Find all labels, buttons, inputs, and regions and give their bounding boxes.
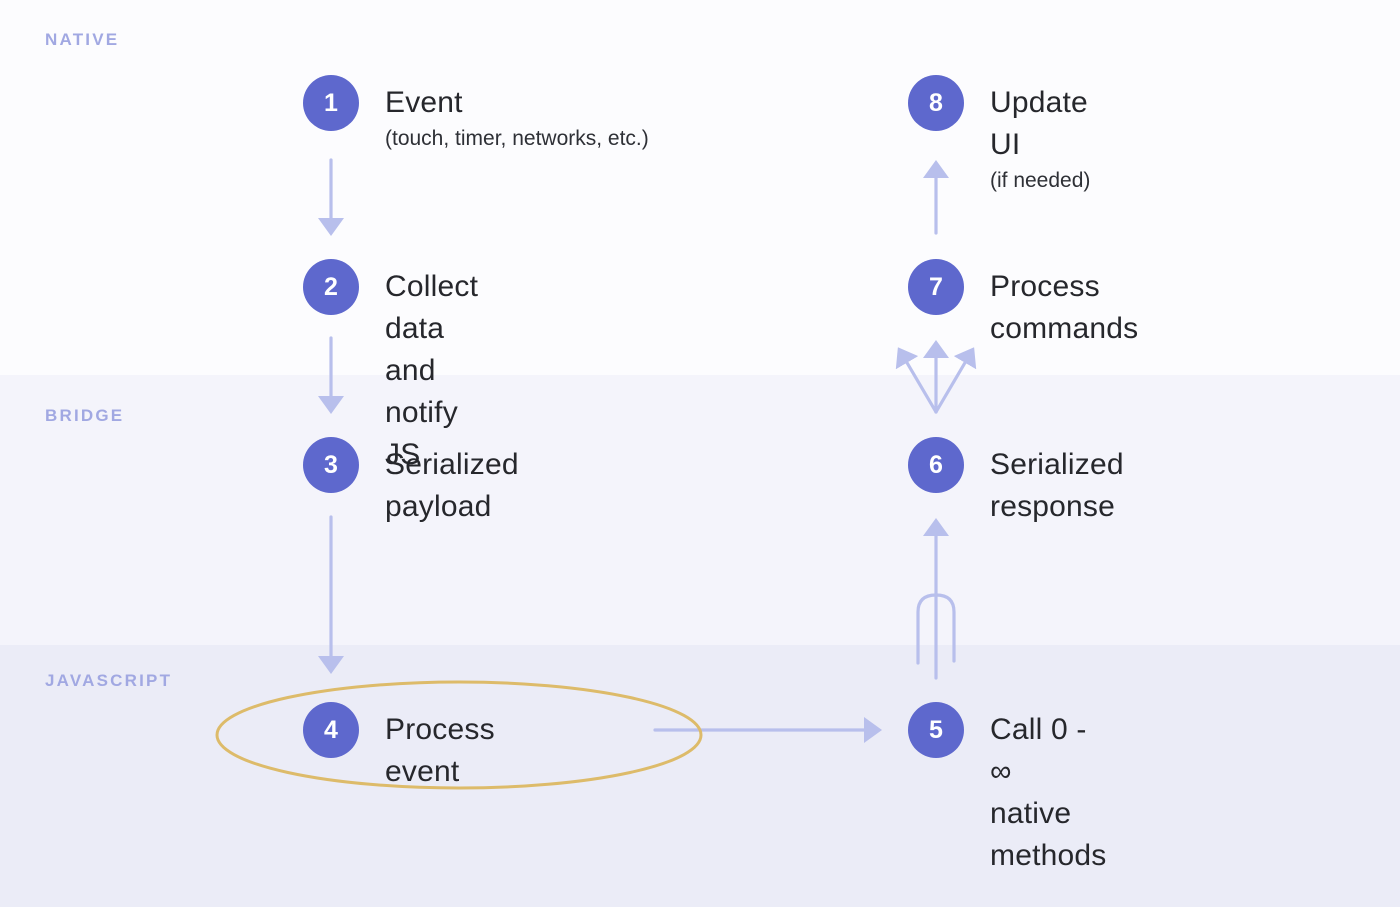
step-6-badge: 6 (908, 437, 964, 493)
band-javascript (0, 645, 1400, 907)
step-3-serialized-payload: 3 Serialized payload (303, 437, 519, 523)
band-bridge (0, 375, 1400, 645)
step-8-title: Update UI (990, 86, 1088, 161)
band-label-native: NATIVE (45, 30, 120, 49)
step-4-process-event: 4 Process event (303, 702, 495, 788)
step-3-badge: 3 (303, 437, 359, 493)
band-native (0, 0, 1400, 375)
step-1-title: Event (385, 86, 463, 119)
step-6-title: Serialized response (990, 448, 1124, 523)
step-5-badge: 5 (908, 702, 964, 758)
step-4-badge: 4 (303, 702, 359, 758)
step-8-update-ui: 8 Update UI (if needed) (908, 75, 1090, 192)
step-3-title: Serialized payload (385, 448, 519, 523)
step-8-badge: 8 (908, 75, 964, 131)
step-4-title: Process event (385, 713, 495, 788)
step-1-subtitle: (touch, timer, networks, etc.) (385, 127, 649, 150)
step-2-title: Collect data and notify JS (385, 270, 479, 471)
step-7-badge: 7 (908, 259, 964, 315)
step-1-badge: 1 (303, 75, 359, 131)
band-label-javascript: JAVASCRIPT (45, 671, 173, 690)
step-2-badge: 2 (303, 259, 359, 315)
step-5-call-native-methods: 5 Call 0 - ∞ native methods (908, 702, 1106, 872)
band-label-bridge: BRIDGE (45, 406, 125, 425)
step-2-collect-data: 2 Collect data and notify JS (303, 259, 478, 471)
step-8-subtitle: (if needed) (990, 169, 1091, 192)
step-7-title: Process commands (990, 270, 1139, 345)
step-7-process-commands: 7 Process commands (908, 259, 1138, 345)
step-5-title: Call 0 - ∞ native methods (990, 713, 1107, 872)
step-1-event: 1 Event (touch, timer, networks, etc.) (303, 75, 649, 150)
step-6-serialized-response: 6 Serialized response (908, 437, 1124, 523)
